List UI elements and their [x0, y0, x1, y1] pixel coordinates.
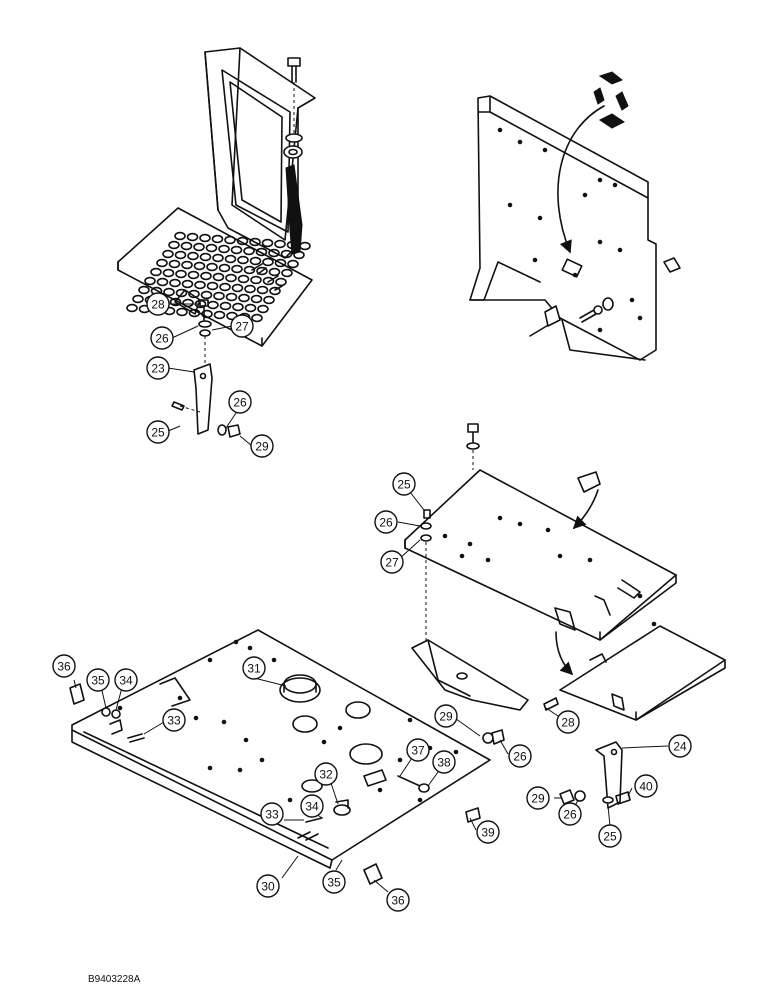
perforated-plate — [117, 207, 313, 347]
callout-number: 34 — [119, 674, 133, 688]
rubber-pads — [593, 71, 629, 129]
callout-24: 24 — [668, 734, 692, 758]
cover-bolt — [420, 423, 480, 648]
callout-31: 31 — [242, 656, 266, 680]
callout-27: 27 — [230, 314, 254, 338]
callouts: 28 26 27 23 26 25 29 25 26 27 29 26 28 24 29 26 40 25 36 35… — [52, 292, 692, 912]
figure-code: B9403228A — [88, 974, 141, 985]
rear-plate — [469, 95, 657, 361]
callout-38: 38 — [432, 750, 456, 774]
callout-32: 32 — [314, 762, 338, 786]
bracket-23 — [171, 363, 241, 438]
callout-36: 36 — [386, 888, 410, 912]
callout-37: 37 — [406, 738, 430, 762]
callout-number: 23 — [151, 362, 165, 376]
callout-number: 28 — [151, 298, 165, 312]
callout-number: 28 — [561, 716, 575, 730]
callout-39: 39 — [476, 820, 500, 844]
callout-29: 29 — [434, 704, 458, 728]
cover-plate — [404, 469, 677, 641]
rear-plate-bolt — [544, 257, 681, 327]
floor-plate — [71, 629, 491, 869]
plate-hardware — [198, 263, 283, 368]
callout-26: 26 — [508, 744, 532, 768]
callout-number: 32 — [319, 768, 333, 782]
callout-number: 36 — [57, 660, 71, 674]
callout-number: 29 — [255, 440, 269, 454]
shield-bolt — [283, 57, 303, 159]
callout-number: 33 — [167, 714, 181, 728]
callout-26: 26 — [228, 390, 252, 414]
callout-26: 26 — [150, 326, 174, 350]
lower-tray — [559, 625, 726, 721]
floor-hardware — [69, 683, 481, 885]
callout-number: 35 — [327, 876, 341, 890]
callout-26: 26 — [374, 510, 398, 534]
callout-25: 25 — [392, 472, 416, 496]
callout-number: 26 — [233, 396, 247, 410]
callout-number: 33 — [265, 808, 279, 822]
callout-34: 34 — [114, 668, 138, 692]
callout-number: 26 — [513, 750, 527, 764]
callout-number: 38 — [437, 756, 451, 770]
perforation-holes — [126, 231, 311, 323]
callout-34: 34 — [300, 794, 324, 818]
bracket-channel — [411, 639, 559, 745]
callout-number: 26 — [563, 808, 577, 822]
callout-number: 34 — [305, 800, 319, 814]
callout-26: 26 — [558, 802, 582, 826]
callout-29: 29 — [526, 786, 550, 810]
callout-27: 27 — [380, 550, 404, 574]
callout-35: 35 — [86, 668, 110, 692]
callout-25: 25 — [598, 824, 622, 848]
callout-28: 28 — [146, 292, 170, 316]
callout-number: 25 — [397, 478, 411, 492]
callout-33: 33 — [162, 708, 186, 732]
callout-number: 40 — [639, 780, 653, 794]
rear-plate-holes — [497, 127, 643, 333]
small-clip — [572, 471, 601, 530]
callout-28: 28 — [556, 710, 580, 734]
callout-30: 30 — [256, 874, 280, 898]
callout-number: 29 — [439, 710, 453, 724]
callout-number: 30 — [261, 880, 275, 894]
callout-33: 33 — [260, 802, 284, 826]
callout-23: 23 — [146, 356, 170, 380]
callout-number: 27 — [235, 320, 249, 334]
callout-35: 35 — [322, 870, 346, 894]
callout-25: 25 — [146, 420, 170, 444]
callout-40: 40 — [634, 774, 658, 798]
callout-number: 26 — [155, 332, 169, 346]
callout-number: 37 — [411, 744, 425, 758]
callout-number: 36 — [391, 894, 405, 908]
callout-36: 36 — [52, 654, 76, 678]
floor-plate-holes — [117, 639, 459, 803]
callout-number: 31 — [247, 662, 261, 676]
callout-29: 29 — [250, 434, 274, 458]
bracket-24 — [559, 741, 631, 809]
callout-number: 29 — [531, 792, 545, 806]
callout-number: 35 — [91, 674, 105, 688]
callout-number: 27 — [385, 556, 399, 570]
callout-number: 24 — [673, 740, 687, 754]
callout-number: 26 — [379, 516, 393, 530]
callout-number: 25 — [603, 830, 617, 844]
callout-number: 25 — [151, 426, 165, 440]
callout-number: 39 — [481, 826, 495, 840]
